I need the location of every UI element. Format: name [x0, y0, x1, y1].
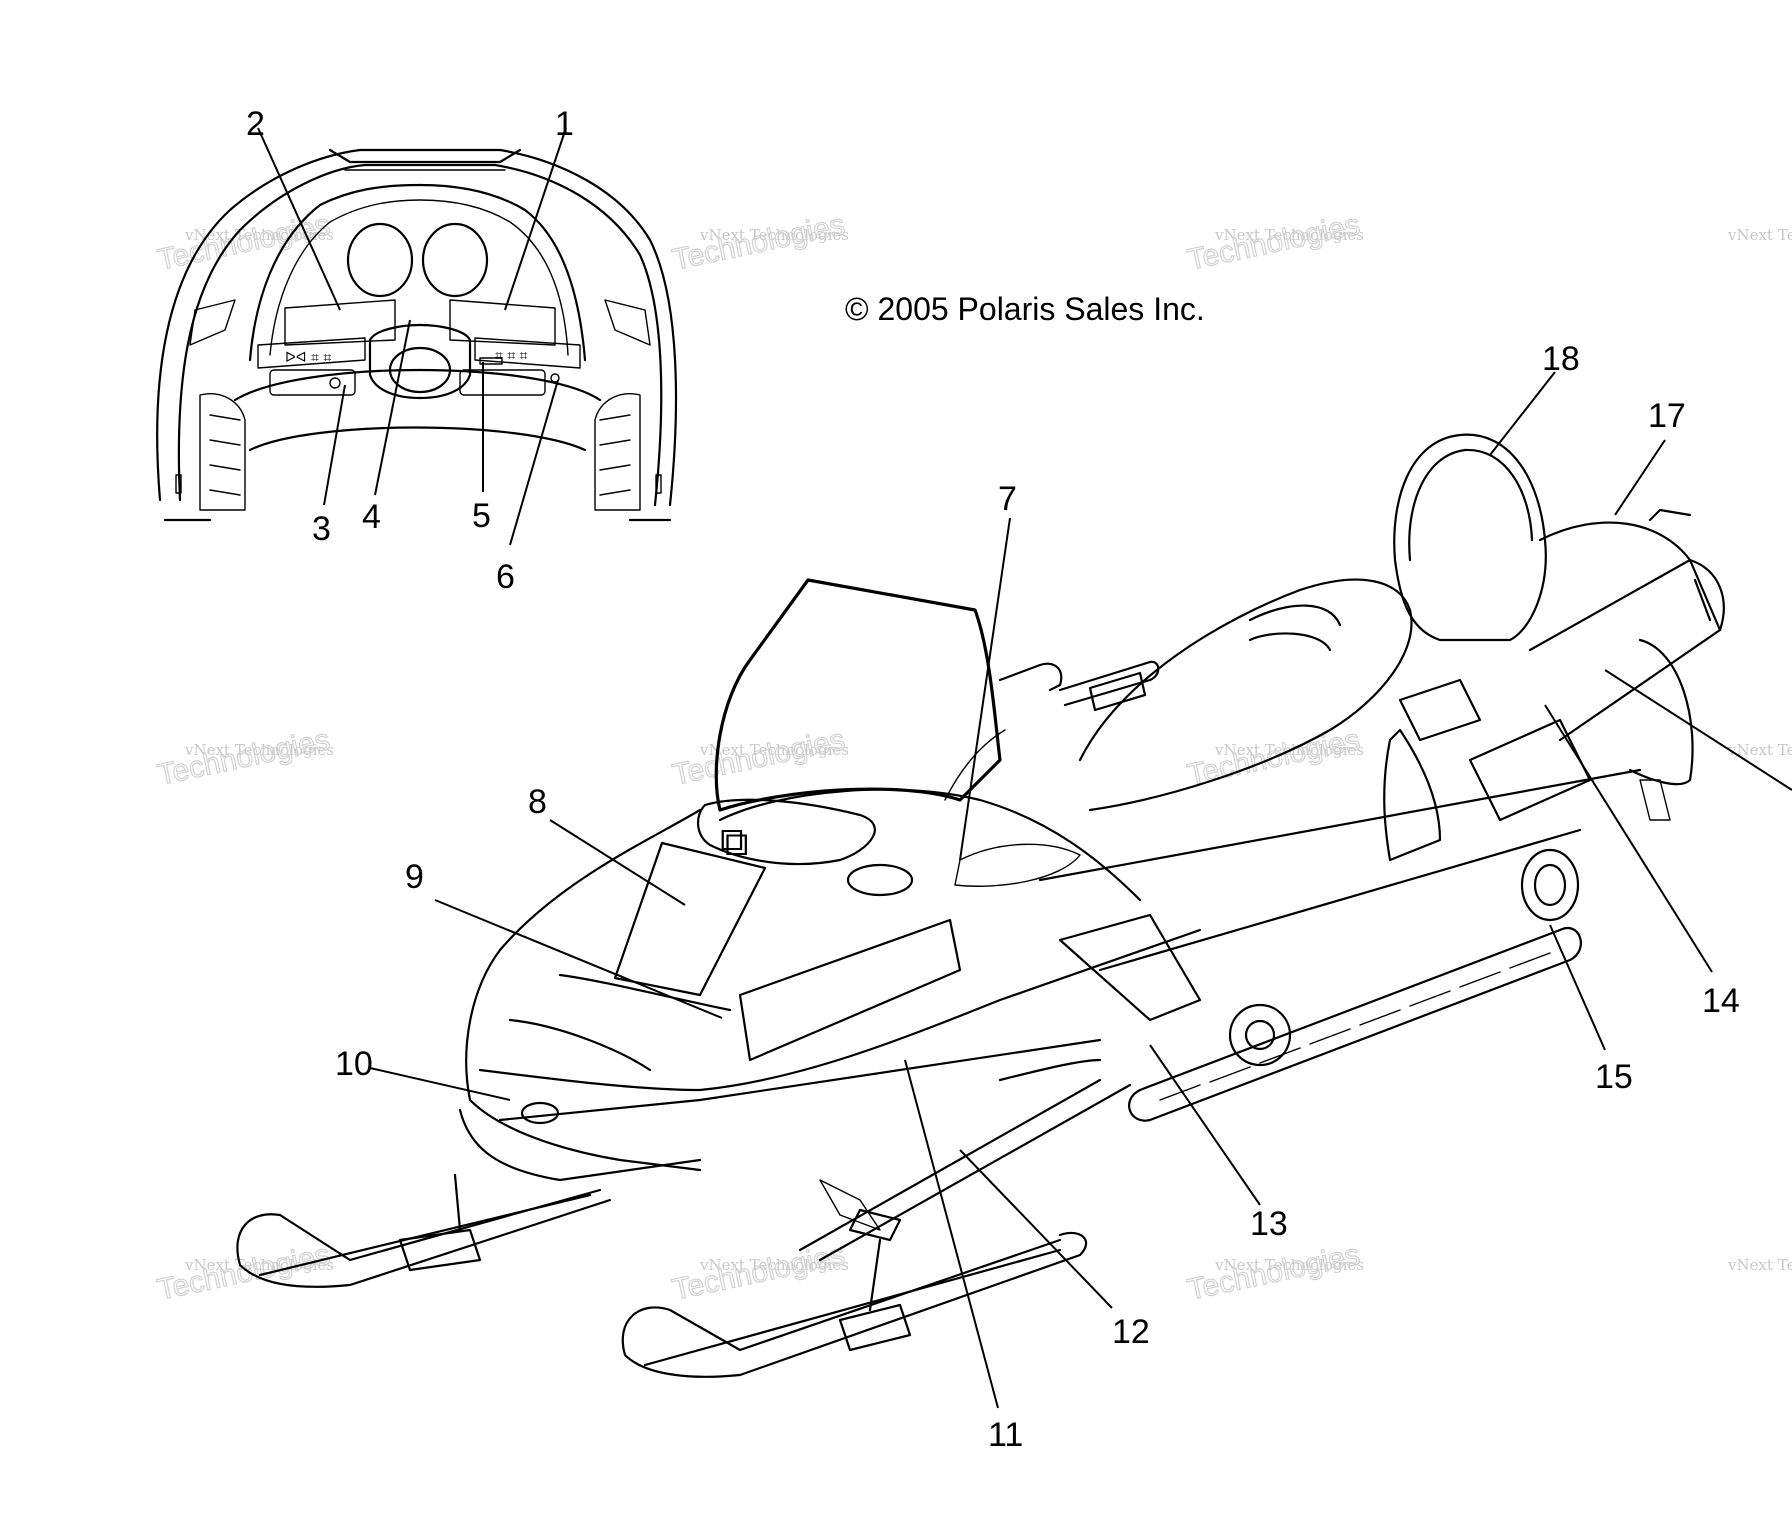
callout-4: 4 [362, 498, 381, 536]
watermark-small-text: vNext Technologies [1214, 226, 1364, 244]
watermark-3: vNext Technologies Technologies [1184, 208, 1364, 278]
callout-3: 3 [312, 510, 331, 548]
watermark-small-text: vNext Technologies [1727, 1256, 1792, 1274]
callout-leaders [257, 127, 1792, 1409]
callout-7: 7 [998, 480, 1017, 518]
watermark-small-text: vNext Technologies [1727, 741, 1792, 759]
watermark-small-text: vNext Technologies [1727, 226, 1792, 244]
watermark-8: vNext Technologies Technologies [669, 1238, 849, 1308]
callout-6: 6 [496, 558, 515, 596]
watermark-large-text: Technologies [670, 208, 848, 277]
watermark-large-text: Technologies [670, 1238, 848, 1307]
watermark-small-text: vNext Technologies [184, 226, 334, 244]
watermark-small-text: vNext Technologies [1214, 1256, 1364, 1274]
watermark-5: vNext Technologies Technologies [669, 723, 849, 793]
callout-15: 15 [1595, 1058, 1633, 1096]
switch-glyphs-left: ᐅᐊ ⌗ ⌗ [285, 350, 331, 366]
watermark-large-text: Technologies [1185, 1238, 1363, 1307]
watermark-7: vNext Technologies Technologies [154, 1238, 334, 1308]
switch-glyphs-right: ⌗ ⌗ ⌗ [495, 348, 528, 364]
callout-14: 14 [1702, 982, 1740, 1020]
copyright-text: © 2005 Polaris Sales Inc. [845, 291, 1205, 327]
watermark-small-text: vNext Technologies [699, 741, 849, 759]
callout-numbers: 1 2 3 4 5 6 7 8 9 10 11 12 13 14 15 17 1… [246, 105, 1740, 1454]
callout-18: 18 [1542, 340, 1580, 378]
snowmobile-drawing: ⧉ [236, 433, 1725, 1378]
watermark-9: vNext Technologies Technologies [1184, 1238, 1364, 1308]
callout-2: 2 [246, 105, 265, 143]
watermark-11: vNext Technologies [1727, 741, 1792, 759]
callout-12: 12 [1112, 1313, 1150, 1351]
watermark-2: vNext Technologies Technologies [669, 208, 849, 278]
watermark-small-text: vNext Technologies [699, 1256, 849, 1274]
dash-inset-drawing: ᐅᐊ ⌗ ⌗ ⌗ ⌗ ⌗ [156, 148, 678, 522]
watermark-large-text: Technologies [1185, 208, 1363, 277]
callout-8: 8 [528, 783, 547, 821]
callout-9: 9 [405, 858, 424, 896]
watermark-large-text: Technologies [670, 723, 848, 792]
callout-10: 10 [335, 1045, 373, 1083]
callout-17: 17 [1648, 397, 1686, 435]
callout-13: 13 [1250, 1205, 1288, 1243]
watermark-1: vNext Technologies Technologies [154, 208, 334, 278]
watermark-small-text: vNext Technologies [184, 741, 334, 759]
watermark-large-text: Technologies [155, 723, 333, 792]
callout-5: 5 [472, 497, 491, 535]
watermark-4: vNext Technologies Technologies [154, 723, 334, 793]
callout-1: 1 [555, 105, 574, 143]
watermark-small-text: vNext Technologies [184, 1256, 334, 1274]
watermark-large-text: Technologies [155, 1238, 333, 1307]
watermark-12: vNext Technologies [1727, 1256, 1792, 1274]
callout-11: 11 [988, 1416, 1023, 1454]
watermark-10: vNext Technologies [1727, 226, 1792, 244]
watermark-small-text: vNext Technologies [699, 226, 849, 244]
